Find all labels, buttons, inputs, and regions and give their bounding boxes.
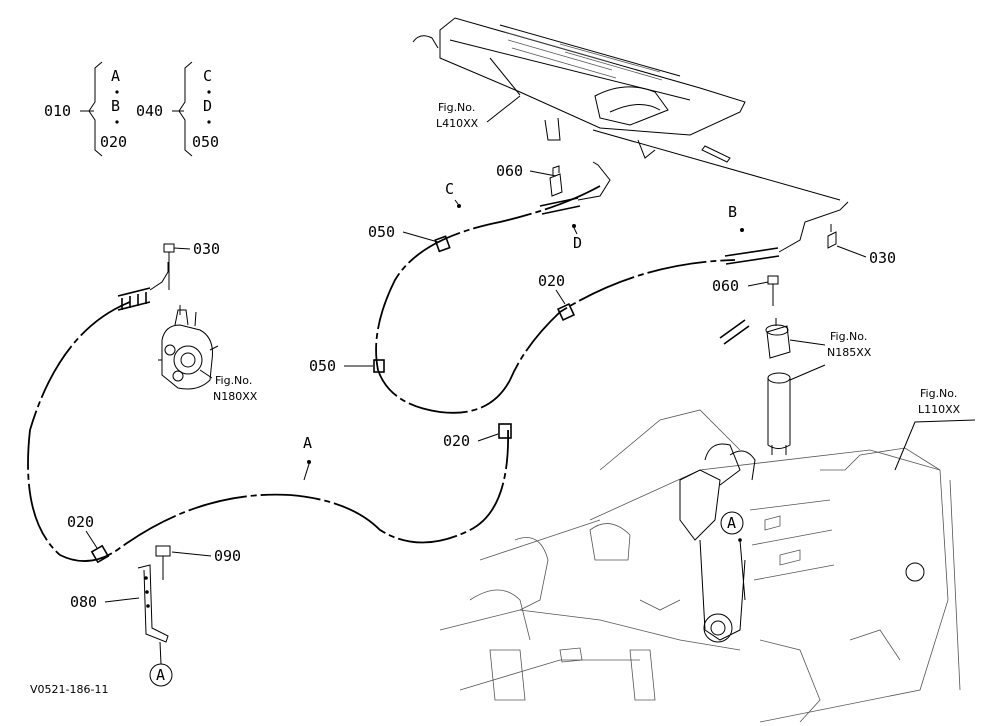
ref-l110-line1: Fig.No. xyxy=(920,387,957,400)
callout-020-lower: 020 xyxy=(443,432,470,450)
valve-unit-n180 xyxy=(158,305,219,390)
ref-l110-line2: L110XX xyxy=(918,403,961,416)
ref-l410-line2: L410XX xyxy=(436,117,479,130)
bolts xyxy=(155,165,837,580)
key-part-010: 010 xyxy=(44,102,71,120)
cylinder-n185 xyxy=(765,318,791,455)
ref-fig-n180: Fig.No. N180XX xyxy=(199,369,258,403)
callout-060-top: 060 xyxy=(496,162,523,180)
callout-030-right: 030 xyxy=(869,249,896,267)
callout-letter-d: D xyxy=(573,234,582,252)
callout-circle-a-bracket: A xyxy=(156,666,165,684)
key-letter-c: C xyxy=(203,67,212,85)
upper-duct-assembly xyxy=(412,17,746,163)
callouts: 060 C B D 050 030 020 060 030 050 020 A … xyxy=(30,162,896,696)
key-letter-b: B xyxy=(111,97,120,115)
clamps xyxy=(90,235,576,564)
key-part-040: 040 xyxy=(136,102,163,120)
callout-080: 080 xyxy=(70,593,97,611)
drawing-code: V0521-186-11 xyxy=(30,683,108,696)
key-letter-a: A xyxy=(111,67,120,85)
ref-n185-line1: Fig.No. xyxy=(830,330,867,343)
ref-l410-line1: Fig.No. xyxy=(438,101,475,114)
ref-n185-line2: N185XX xyxy=(827,346,872,359)
ref-fig-l110: Fig.No. L110XX xyxy=(894,387,976,471)
callout-letter-b: B xyxy=(728,203,737,221)
callout-030-left: 030 xyxy=(193,240,220,258)
hose-set xyxy=(27,129,849,562)
callout-letter-c: C xyxy=(445,180,454,198)
key-part-050: 050 xyxy=(192,133,219,151)
callout-060-mid: 060 xyxy=(712,277,739,295)
callout-circle-a-frame: A xyxy=(727,514,736,532)
callout-020-left: 020 xyxy=(67,513,94,531)
key-table: 010 A B 020 040 C D 050 xyxy=(44,61,219,157)
callout-090: 090 xyxy=(214,547,241,565)
callout-letter-a-hose: A xyxy=(303,434,312,452)
callout-020-mid: 020 xyxy=(538,272,565,290)
main-frame-l110 xyxy=(439,409,961,723)
bracket-080 xyxy=(137,564,169,643)
key-part-020: 020 xyxy=(100,133,127,151)
ref-fig-l410: Fig.No. L410XX xyxy=(436,95,521,130)
callout-050-left: 050 xyxy=(309,357,336,375)
ref-n180-line2: N180XX xyxy=(213,390,258,403)
ref-fig-n185: Fig.No. N185XX xyxy=(789,330,872,381)
ref-n180-line1: Fig.No. xyxy=(215,374,252,387)
circle-a-frame-badge xyxy=(720,511,744,535)
callout-050-top: 050 xyxy=(368,223,395,241)
key-letter-d: D xyxy=(203,97,212,115)
